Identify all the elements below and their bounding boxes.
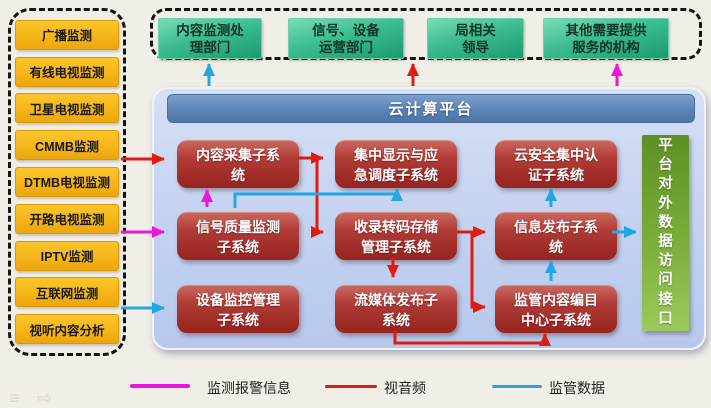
legend-swatch-av [325, 385, 377, 388]
source-box-iptv: IPTV监测 [15, 240, 119, 271]
cloud-platform-container: 云计算平台 内容采集子系 统 集中显示与应 急调度子系统 云安全集中认 证子系统… [152, 87, 706, 350]
source-box-internet: 互联网监测 [15, 277, 119, 308]
subsystem-display-dispatch: 集中显示与应 急调度子系统 [335, 140, 457, 188]
subsystem-device-monitoring: 设备监控管理 子系统 [177, 285, 299, 333]
subsystem-signal-quality: 信号质量监测 子系统 [177, 212, 299, 260]
source-box-cable-tv: 有线电视监测 [15, 56, 119, 87]
subsystem-content-catalog-center: 监管内容编目 中心子系统 [495, 285, 617, 333]
subsystem-record-transcode-store: 收录转码存储 管理子系统 [335, 212, 457, 260]
source-box-dtmb-tv: DTMB电视监测 [15, 166, 119, 197]
dept-box-content-monitoring: 内容监测处 理部门 [158, 18, 262, 59]
subsystem-content-capture: 内容采集子系 统 [177, 140, 299, 188]
source-box-broadcast: 广播监测 [15, 19, 119, 50]
legend-swatch-alarm [130, 384, 190, 388]
source-box-av-content-analysis: 视听内容分析 [15, 314, 119, 345]
external-data-interface-box: 平 台 对 外 数 据 访 问 接 口 [642, 135, 689, 331]
source-box-cmmb: CMMB监测 [15, 130, 119, 161]
departments-panel: 内容监测处 理部门 信号、设备 运营部门 局相关 领导 其他需要提供 服务的机构 [150, 8, 702, 60]
source-box-open-air-tv: 开路电视监测 [15, 203, 119, 234]
subsystem-cloud-security-auth: 云安全集中认 证子系统 [495, 140, 617, 188]
slideshow-menu-icon[interactable]: ≡ [9, 388, 20, 408]
source-box-satellite-tv: 卫星电视监测 [15, 93, 119, 124]
legend-swatch-regulatory [492, 385, 542, 388]
slideshow-next-icon[interactable]: ⇨ [37, 388, 53, 408]
legend-label-av: 视音频 [384, 380, 426, 396]
dept-box-other-organizations: 其他需要提供 服务的机构 [543, 18, 669, 59]
legend-label-regulatory: 监管数据 [549, 380, 605, 396]
dept-box-bureau-leaders: 局相关 领导 [427, 18, 524, 59]
platform-title: 云计算平台 [167, 94, 695, 123]
subsystem-info-publish: 信息发布子系 统 [495, 212, 617, 260]
monitoring-sources-panel: 广播监测 有线电视监测 卫星电视监测 CMMB监测 DTMB电视监测 开路电视监… [8, 8, 126, 356]
legend-label-alarm: 监测报警信息 [207, 380, 291, 396]
subsystem-streaming-publish: 流媒体发布子 系统 [335, 285, 457, 333]
dept-box-signal-equipment-ops: 信号、设备 运营部门 [288, 18, 404, 59]
